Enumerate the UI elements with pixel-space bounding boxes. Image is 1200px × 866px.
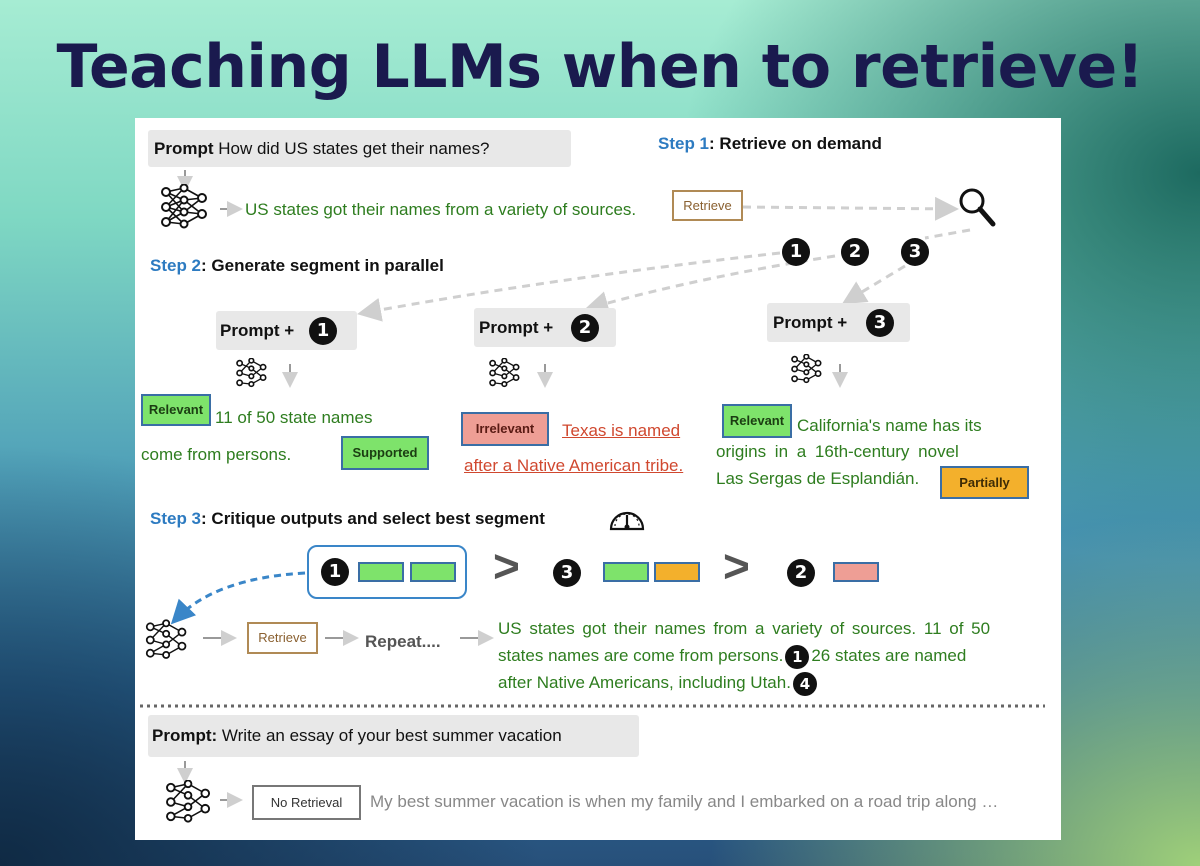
retrieve-token: Retrieve xyxy=(247,622,318,654)
relevant-tag: Relevant xyxy=(141,394,211,426)
relevant-score-box xyxy=(358,562,404,582)
prompt-label: Prompt xyxy=(154,139,214,158)
prompt-plus-2: Prompt + 2 xyxy=(474,308,616,347)
prompt-box-1: Prompt How did US states get their names… xyxy=(148,130,571,167)
llm-network-icon xyxy=(161,184,207,229)
llm-network-icon xyxy=(166,780,211,823)
irrelevant-tag: Irrelevant xyxy=(461,412,549,446)
retrieve-arrow xyxy=(742,196,959,221)
doc-circle-1: 1 xyxy=(782,238,810,266)
prompt-text: How did US states get their names? xyxy=(213,139,490,158)
doc-circle-3: 3 xyxy=(901,238,929,266)
step1-heading: Step 1: Retrieve on demand xyxy=(658,134,882,153)
supported-score-box xyxy=(410,562,456,582)
retrieve-token: Retrieve xyxy=(672,190,743,221)
segment3-line3: Las Sergas de Esplandián. xyxy=(716,469,920,488)
initial-output: US states got their names from a variety… xyxy=(245,200,637,219)
doc3-arrow xyxy=(841,264,906,305)
llm-network-icon xyxy=(145,619,187,659)
llm-network-icon xyxy=(489,358,520,388)
prompt-text: Write an essay of your best summer vacat… xyxy=(217,726,562,745)
segment3-line2: origins in a 16th-century novel xyxy=(716,442,959,461)
page-title: Teaching LLMs when to retrieve! xyxy=(56,32,1144,102)
llm-network-icon xyxy=(236,358,267,388)
segment3-line1: California's name has its xyxy=(797,416,982,435)
partially-score-box xyxy=(654,562,700,582)
gauge-icon xyxy=(609,511,645,531)
doc1-arrow xyxy=(357,251,781,322)
supported-tag: Supported xyxy=(341,436,429,470)
segment2-line2: after a Native American tribe. xyxy=(464,456,684,475)
greater-than: > xyxy=(723,540,750,592)
search-to-docs-arrow xyxy=(924,228,971,240)
repeat-label: Repeat.... xyxy=(365,632,441,651)
segment1-line1: 11 of 50 state names xyxy=(215,408,373,427)
rank-circle-2: 2 xyxy=(787,559,815,587)
prompt-plus-3: Prompt + 3 xyxy=(767,303,910,342)
greater-than: > xyxy=(493,540,520,592)
no-retrieval-token: No Retrieval xyxy=(252,785,361,820)
prompt-label: Prompt: xyxy=(152,726,218,745)
llm-network-icon xyxy=(791,354,822,384)
partially-tag: Partially xyxy=(940,466,1029,499)
prompt-plus-1: Prompt + 1 xyxy=(216,311,357,350)
segment1-line2: come from persons. xyxy=(141,445,292,464)
essay-output: My best summer vacation is when my famil… xyxy=(370,792,999,811)
search-icon xyxy=(959,188,996,227)
diagram-panel: Prompt How did US states get their names… xyxy=(135,118,1061,840)
relevant-score-box xyxy=(603,562,649,582)
prompt-box-2: Prompt: Write an essay of your best summ… xyxy=(148,715,639,757)
segment2-line1: Texas is named xyxy=(562,421,681,440)
relevant-tag: Relevant xyxy=(722,404,792,438)
best-segment-arrow xyxy=(170,571,306,625)
final-output: US states got their names from a variety… xyxy=(498,615,1030,696)
step2-heading: Step 2: Generate segment in parallel xyxy=(150,256,444,275)
doc-circle-2: 2 xyxy=(841,238,869,266)
irrelevant-score-box xyxy=(833,562,879,582)
rank-circle-3: 3 xyxy=(553,559,581,587)
step3-heading: Step 3: Critique outputs and select best… xyxy=(150,509,545,528)
best-segment-box: 1 xyxy=(307,545,467,599)
